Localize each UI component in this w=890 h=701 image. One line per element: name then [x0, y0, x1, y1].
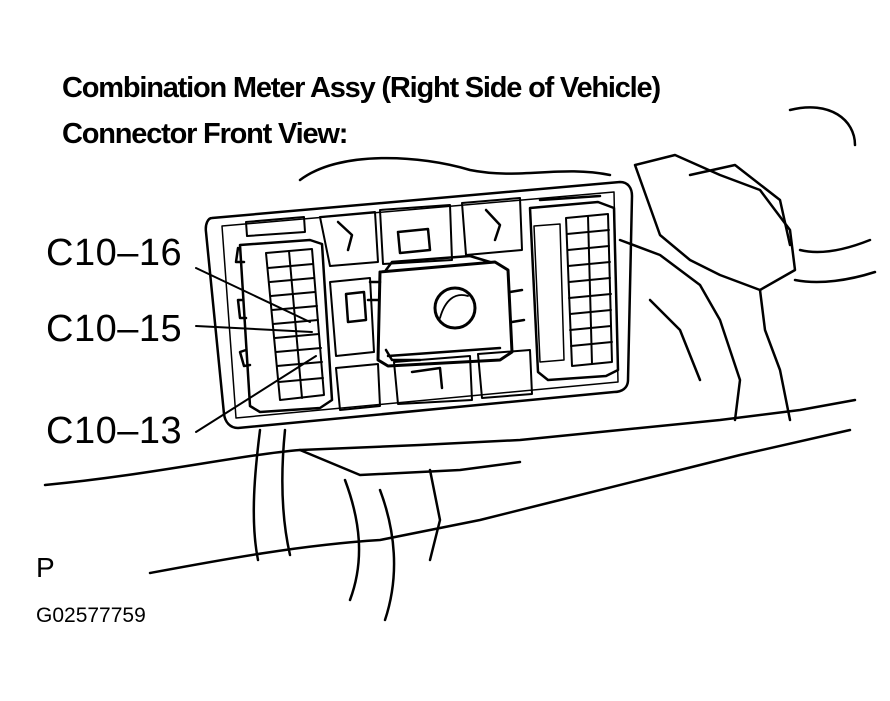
left-connector-pin-grid: [265, 248, 325, 401]
background-upper-right-curve: [788, 106, 857, 147]
connector-housing-inner: [221, 191, 619, 419]
view-mark: P: [36, 552, 55, 583]
background-lower-cable: [252, 428, 262, 562]
right-connector-shell: [528, 200, 620, 382]
leader-line-c10-13: [195, 355, 317, 433]
background-harness-top: [298, 156, 612, 182]
leader-line-c10-16: [195, 267, 311, 323]
callout-label-c10-13: C10–13: [46, 410, 183, 452]
background-right-wires: [798, 238, 872, 254]
diagram-subtitle: Connector Front View:: [62, 118, 348, 150]
top-slot-1: [245, 216, 306, 237]
center-lock-bracket: [376, 260, 514, 368]
background-lower-panel: [43, 398, 857, 487]
center-lock-screw: [433, 286, 477, 330]
right-connector-pin-grid: [565, 213, 613, 367]
background-right-mount: [618, 238, 742, 422]
connector-housing: [204, 180, 634, 430]
figure-id: G02577759: [36, 604, 146, 627]
background-right-plug: [688, 163, 792, 247]
left-connector-shell: [238, 238, 334, 414]
callout-label-c10-15: C10–15: [46, 308, 183, 350]
callout-label-c10-16: C10–16: [46, 232, 183, 274]
leader-line-c10-15: [195, 325, 313, 333]
diagram-title: Combination Meter Assy (Right Side of Ve…: [62, 72, 661, 104]
background-right-bracket: [633, 153, 797, 292]
